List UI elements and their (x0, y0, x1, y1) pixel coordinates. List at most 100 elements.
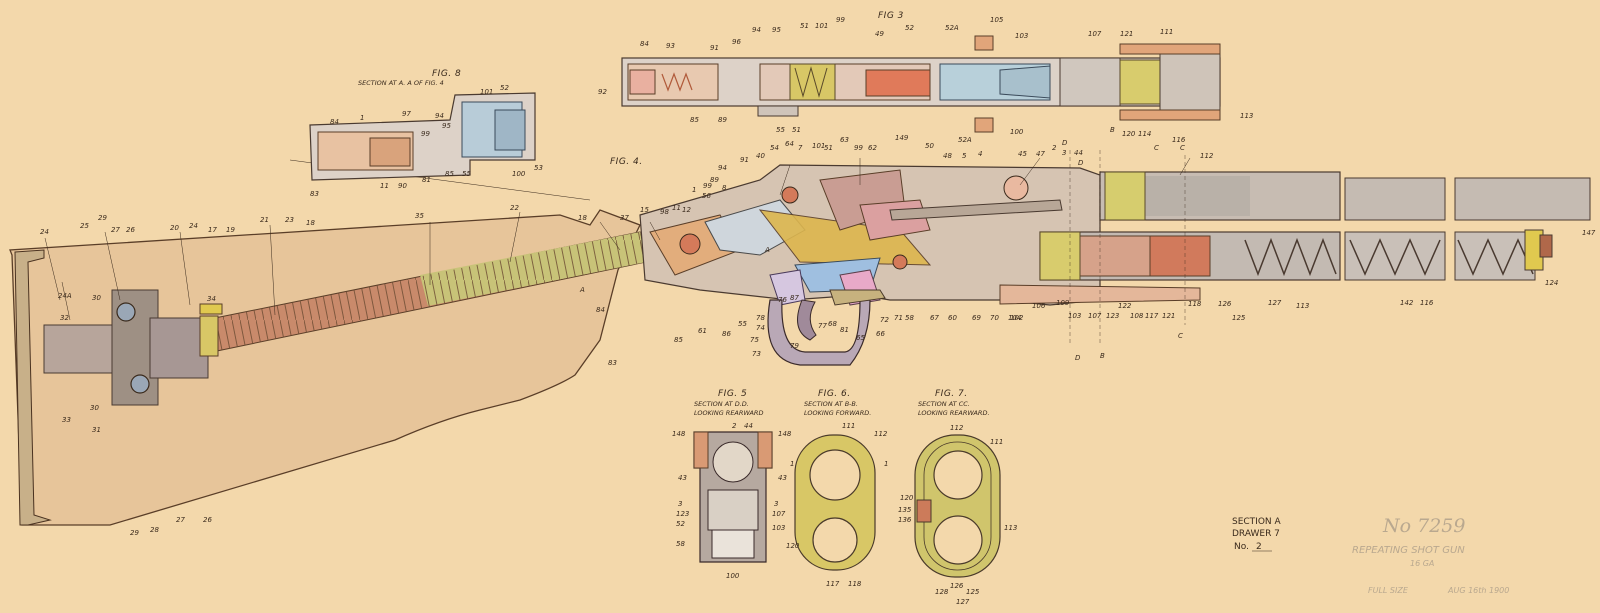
part-callout: 71 (894, 314, 903, 322)
brass-collar (1104, 171, 1146, 221)
cut-letter-a-2: A (764, 246, 770, 254)
part-callout: 126 (950, 582, 964, 590)
part-callout: 70 (990, 314, 999, 322)
part-callout: 95 (772, 26, 781, 34)
part-callout: 43 (678, 474, 687, 482)
part-callout: 113 (1296, 302, 1309, 310)
part-callout: 76 (778, 296, 787, 304)
part-callout: 8 (722, 184, 727, 192)
part-callout: 26 (203, 516, 212, 524)
part-callout: 51 (800, 22, 809, 30)
part-callout: 49 (875, 30, 884, 38)
part-callout: 127 (956, 598, 970, 606)
part-callout: 53 (534, 164, 543, 172)
part-callout: 101 (815, 22, 828, 30)
fig-4-title: FIG. 4. (610, 157, 643, 167)
part-callout: 31 (92, 426, 101, 434)
part-callout: 64 (785, 140, 794, 148)
butt-plate (14, 249, 52, 526)
part-callout: 40 (756, 152, 765, 160)
part-callout: 7 (798, 144, 803, 152)
part-callout: 52A (958, 136, 972, 144)
part-callout: 43 (778, 474, 787, 482)
part-callout: 83 (608, 359, 617, 367)
part-callout: 3 (1062, 149, 1066, 157)
drawing-gauge: 16 GA (1410, 559, 1434, 568)
part-callout: 75 (750, 336, 759, 344)
part-callout: 84 (640, 40, 649, 48)
part-callout: 116 (1420, 299, 1434, 307)
part-callout: 89 (710, 176, 719, 184)
fig-4-gun-section: A A D D C C B FIG. 4. 24 25 29 27 26 20 … (9, 134, 1596, 537)
part-callout: 24 (40, 228, 49, 236)
part-callout: 100 (726, 572, 740, 580)
part-callout: 11 (672, 204, 681, 212)
magazine-spring (1244, 237, 1337, 277)
fig-6-section: SECTION AT B-B. (804, 400, 858, 408)
part-callout: 126 (1218, 300, 1232, 308)
part-callout: 116 (1172, 136, 1186, 144)
fig-7-section-cc: FIG. 7. SECTION AT CC. LOOKING REARWARD.… (898, 389, 1017, 606)
part-callout: 99 (854, 144, 863, 152)
part-callout: 108 (1130, 312, 1144, 320)
part-callout: 45 (1018, 150, 1027, 158)
part-callout: 117 (1145, 312, 1159, 320)
part-callout: 55 (462, 170, 471, 178)
part-callout: 107 (1088, 30, 1102, 38)
fig-6-title: FIG. 6. (818, 389, 851, 399)
part-callout: 92 (598, 88, 607, 96)
drawing-number: No 7259 (1382, 515, 1465, 537)
part-callout: 73 (752, 350, 761, 358)
part-callout: 109 (1056, 299, 1070, 307)
part-callout: 29 (98, 214, 107, 222)
part-callout: 67 (930, 314, 939, 322)
part-callout: 84 (596, 306, 605, 314)
part-callout: 37 (620, 214, 629, 222)
cut-letter-d-2: D (1075, 354, 1081, 362)
part-callout: 147 (1582, 229, 1596, 237)
part-callout: 18 (306, 219, 315, 227)
part-callout: 51 (792, 126, 801, 134)
part-callout: 52 (676, 520, 685, 528)
part-callout: 58 (676, 540, 685, 548)
stamp-text: SECTION A (1232, 517, 1282, 527)
fig-7-section: SECTION AT CC. (918, 400, 970, 408)
filing-stamp: SECTION A DRAWER 7 No. 2 (1232, 517, 1282, 552)
part-callout: 114 (1138, 130, 1151, 138)
part-callout: 85 (690, 116, 699, 124)
part-callout: 97 (402, 110, 411, 118)
part-callout: 118 (848, 580, 862, 588)
part-callout: 48 (943, 152, 952, 160)
part-callout: 2 (732, 422, 737, 430)
part-callout: 26 (126, 226, 135, 234)
part-callout: 78 (756, 314, 765, 322)
part-callout: 89 (718, 116, 727, 124)
stamp-text: No. (1234, 542, 1249, 552)
part-callout: 17 (208, 226, 217, 234)
part-callout: 24 (189, 222, 198, 230)
part-callout: 111 (1160, 28, 1173, 36)
part-callout: 18 (578, 214, 587, 222)
stamp-text: DRAWER 7 (1232, 529, 1280, 539)
firing-pin (889, 199, 1063, 221)
part-callout: 55 (738, 320, 747, 328)
part-callout: 2 (1052, 144, 1057, 152)
fig-6-looking: LOOKING FORWARD. (804, 409, 871, 417)
part-callout: 62 (868, 144, 877, 152)
part-callout: 21 (260, 216, 269, 224)
part-callout: 100 (1010, 128, 1024, 136)
part-callout: 135 (898, 506, 912, 514)
fig-5-looking: LOOKING REARWARD (694, 409, 763, 417)
trigger-guard (767, 299, 871, 366)
part-callout: 91 (710, 44, 719, 52)
fig-8-caption: SECTION AT A. A OF FIG. 4 (358, 79, 444, 87)
part-callout: 27 (176, 516, 185, 524)
trigger (797, 299, 817, 341)
part-callout: 83 (310, 190, 319, 198)
part-callout: 52 (500, 84, 509, 92)
part-callout: 19 (226, 226, 235, 234)
part-callout: 95 (442, 122, 451, 130)
part-callout: 1 (360, 114, 364, 122)
part-callout: 94 (435, 112, 444, 120)
